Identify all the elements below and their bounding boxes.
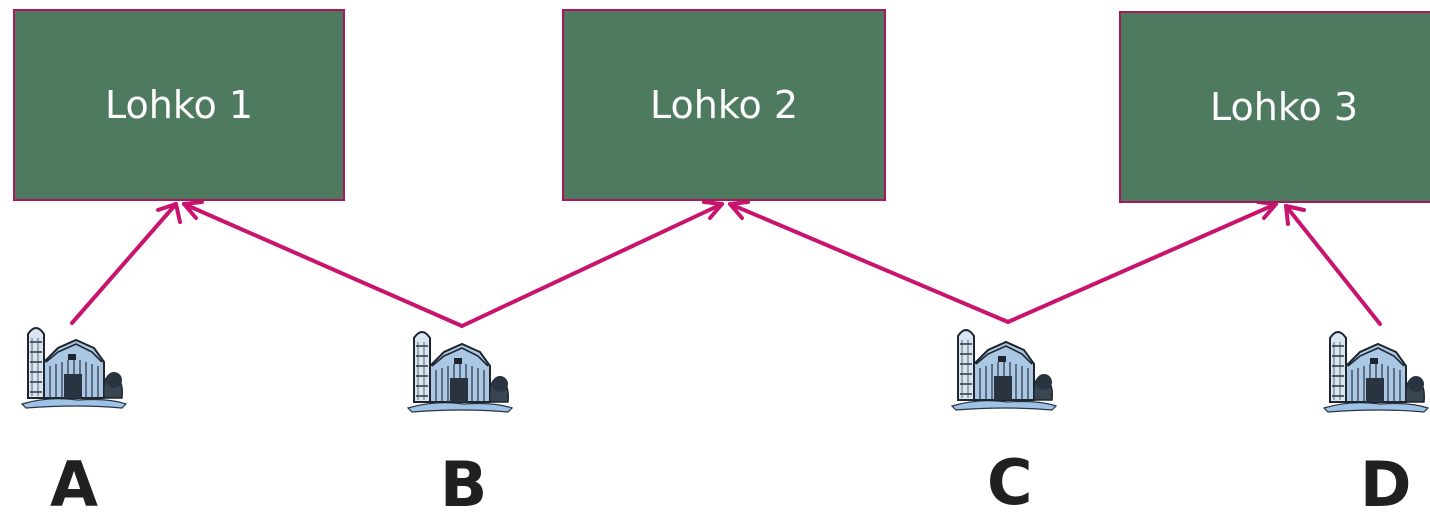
block-lohko-3: Lohko 3	[1119, 11, 1430, 203]
arrow-b-to-lohko-1	[182, 202, 464, 328]
farm-label-a: A	[50, 448, 98, 521]
block-label: Lohko 2	[650, 83, 798, 127]
farm-label-c: C	[987, 446, 1033, 519]
arrow-d-to-lohko-3	[1284, 204, 1382, 326]
farm-barn-silo-icon	[20, 327, 128, 409]
farm-barn-silo-icon	[1322, 331, 1430, 413]
arrow-c-to-lohko-3	[1006, 202, 1278, 324]
block-label: Lohko 3	[1210, 85, 1358, 129]
farm-label-b: B	[440, 448, 488, 521]
farm-label-d: D	[1360, 448, 1412, 521]
arrow-c-to-lohko-2	[728, 202, 1010, 324]
block-label: Lohko 1	[105, 83, 253, 127]
arrow-b-to-lohko-2	[460, 202, 724, 328]
farm-barn-silo-icon	[950, 329, 1058, 411]
arrow-a-to-lohko-1	[70, 202, 178, 325]
block-lohko-1: Lohko 1	[13, 9, 345, 201]
farm-barn-silo-icon	[406, 331, 514, 413]
block-lohko-2: Lohko 2	[562, 9, 886, 201]
